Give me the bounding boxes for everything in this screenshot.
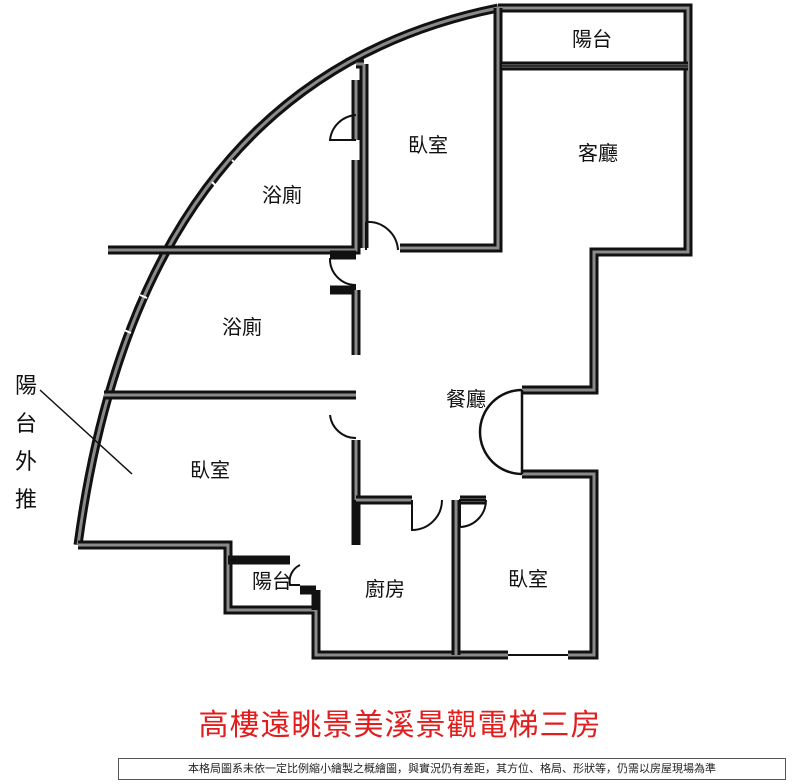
curved-outer-wall — [73, 3, 499, 546]
label-living-room: 客廳 — [578, 141, 618, 165]
door-dining-right — [478, 388, 524, 476]
side-note-char: 外 — [14, 450, 37, 475]
interior-walls — [104, 8, 688, 655]
label-bedroom-bottom: 臥室 — [508, 567, 548, 591]
window-markers — [123, 159, 239, 334]
doors — [288, 65, 688, 656]
side-note: 陽 台 外 推 — [8, 368, 44, 520]
label-balcony-top: 陽台 — [572, 27, 612, 51]
walls — [73, 3, 693, 660]
label-bathroom-2: 浴廁 — [222, 315, 262, 339]
door-balcony-small — [288, 564, 301, 586]
label-bedroom-left: 臥室 — [190, 458, 230, 482]
listing-title: 高樓遠眺景美溪景觀電梯三房 — [198, 708, 602, 743]
label-dining-room: 餐廳 — [446, 387, 486, 411]
door-bath2 — [328, 257, 357, 286]
side-note-char: 推 — [14, 488, 37, 513]
outer-wall — [78, 3, 693, 660]
side-note-char: 台 — [14, 412, 37, 437]
disclaimer: 本格局圖系未依一定比例縮小繪製之概繪圖，與實況仍有差距，其方位、格局、形狀等，仍… — [118, 758, 786, 780]
leader-line — [39, 389, 133, 475]
door-bedroom-left — [329, 414, 357, 440]
floor-plan: 陽台 臥室 客廳 浴廁 浴廁 餐廳 臥室 陽台 廚房 臥室 — [39, 3, 693, 660]
door-kitchen — [411, 499, 443, 532]
door-bedroom-top — [365, 220, 399, 251]
door-bedroom-bottom — [459, 499, 487, 529]
label-bedroom-top: 臥室 — [408, 133, 448, 157]
label-kitchen: 廚房 — [365, 577, 405, 601]
label-bathroom-1: 浴廁 — [262, 183, 302, 207]
door-bath1 — [328, 114, 357, 141]
label-balcony-small: 陽台 — [252, 569, 292, 593]
side-note-char: 陽 — [14, 374, 37, 399]
